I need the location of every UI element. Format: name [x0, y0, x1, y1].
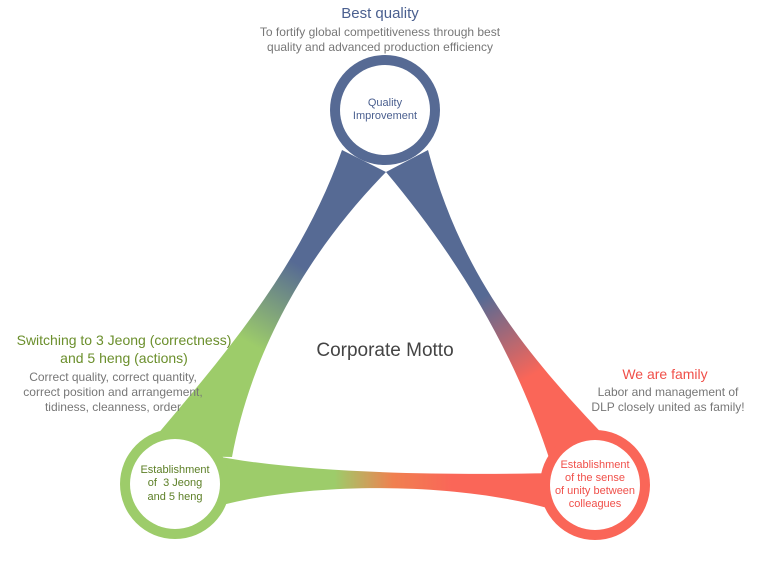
- top-description: To fortify global competitiveness throug…: [230, 25, 530, 55]
- right-circle-label: Establishment of the sense of unity betw…: [545, 455, 645, 515]
- top-circle: [340, 65, 430, 155]
- top-heading: Best quality: [341, 5, 419, 22]
- top-circle-label: Quality Improvement: [345, 80, 425, 140]
- top-description-line: To fortify global competitiveness throug…: [259, 25, 501, 39]
- left-description-line: Correct quality, correct quantity,: [29, 370, 197, 384]
- bottom-arm: [205, 455, 570, 515]
- left-description-line: correct position and arrangement,: [23, 385, 203, 399]
- top-circle-label-line: Quality: [367, 96, 403, 109]
- right-circle-label-line: of unity between: [554, 485, 636, 497]
- left-description-line: tidiness, cleanness, order: [44, 400, 182, 414]
- left-heading: Switching to 3 Jeong (correctness) and 5…: [0, 332, 248, 367]
- center-label: Corporate Motto: [316, 340, 454, 361]
- right-description-line: Labor and management of: [597, 385, 739, 399]
- right-heading: We are family: [622, 366, 708, 382]
- right-circle-label-line: of the sense: [565, 471, 625, 484]
- left-circle-label-line: and 5 heng: [147, 490, 203, 503]
- top-circle-label-line: Improvement: [352, 110, 418, 122]
- left-circle-label-line: of 3 Jeong: [147, 477, 203, 490]
- left-heading-line: Switching to 3 Jeong (correctness): [16, 332, 232, 348]
- top-description-line: quality and advanced production efficien…: [267, 40, 493, 54]
- left-description: Correct quality, correct quantity, corre…: [0, 370, 226, 415]
- left-heading-line: and 5 heng (actions): [60, 349, 188, 366]
- right-description-line: DLP closely united as family!: [591, 400, 745, 414]
- left-circle-label-line: Establishment: [140, 464, 210, 477]
- left-circle-label: Establishment of 3 Jeong and 5 heng: [130, 454, 220, 514]
- right-circle: [550, 440, 640, 530]
- right-arm: [386, 150, 620, 477]
- right-circle-label-line: colleagues: [568, 498, 622, 511]
- left-circle: [130, 439, 220, 529]
- right-description: Labor and management of DLP closely unit…: [580, 385, 756, 415]
- left-arm: [140, 150, 386, 457]
- right-circle-label-line: Establishment: [560, 458, 630, 471]
